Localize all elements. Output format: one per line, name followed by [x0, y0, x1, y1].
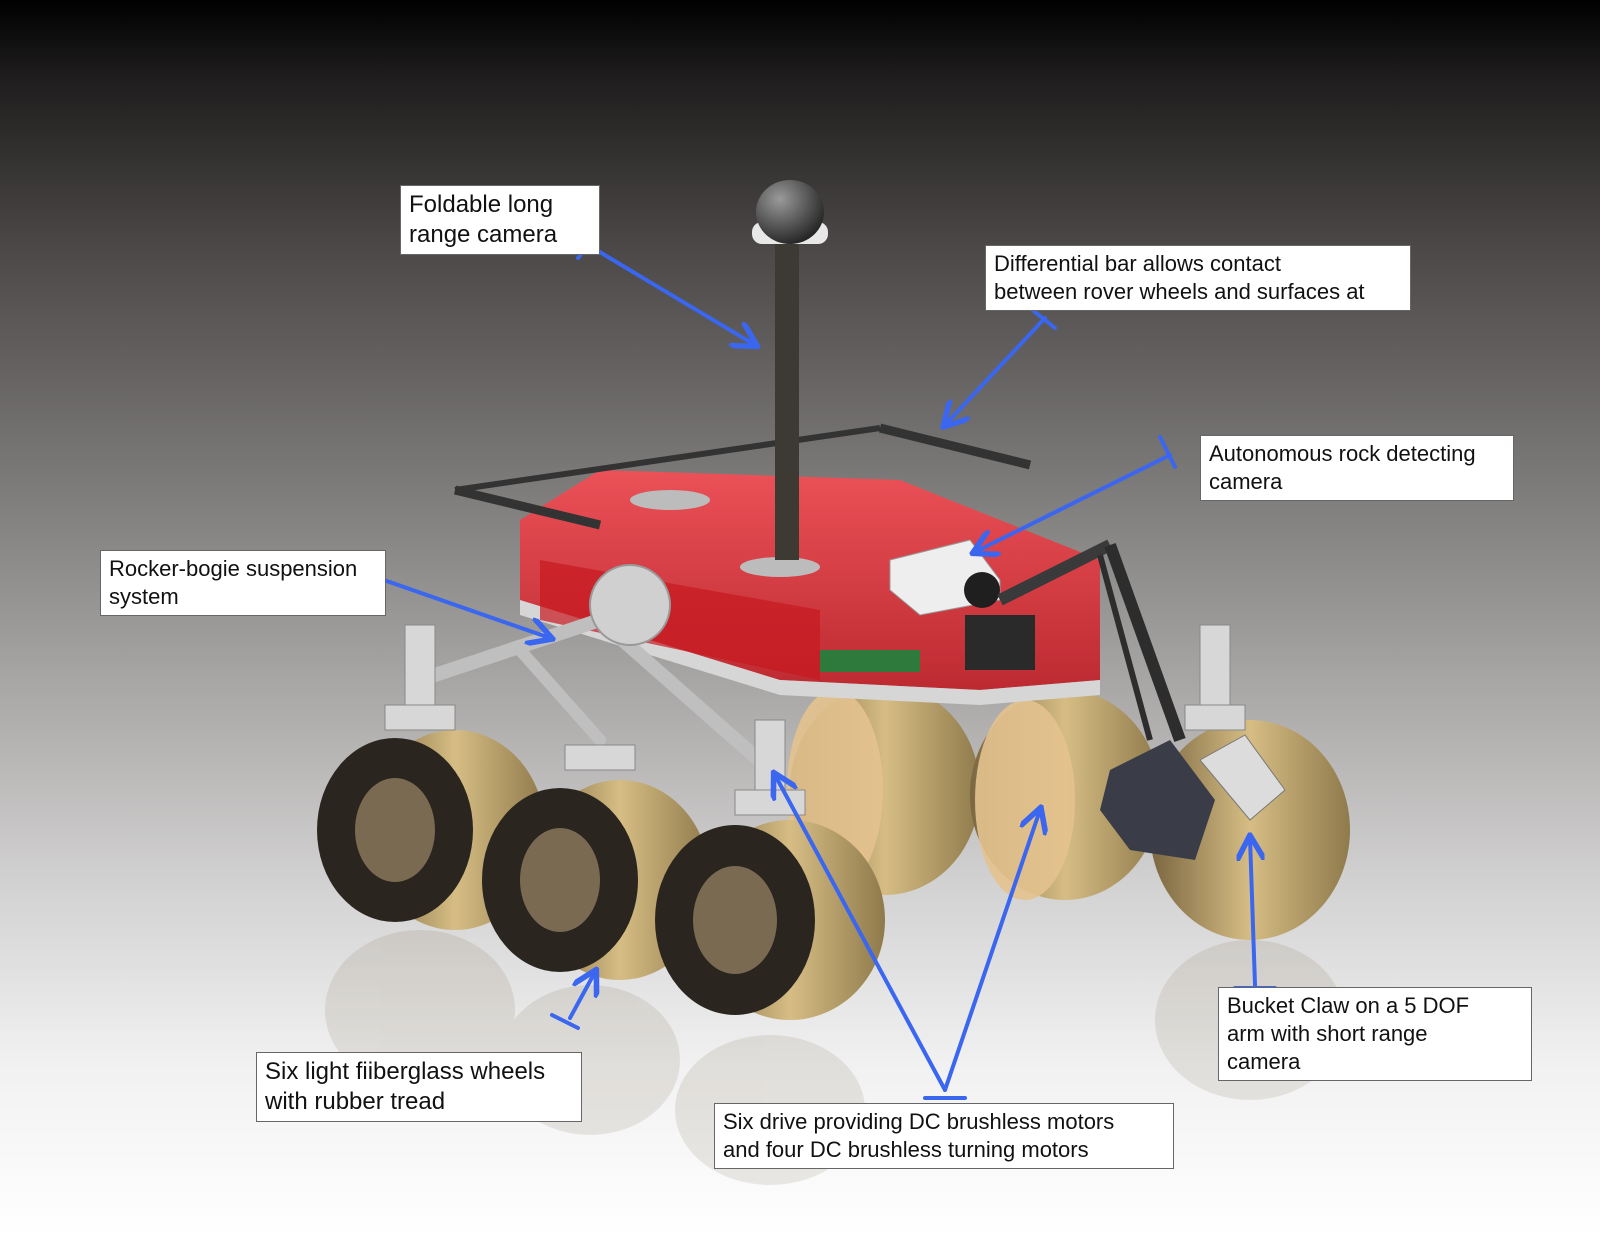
arrow-rock-camera — [975, 453, 1172, 552]
arrow-motors-right — [943, 810, 1040, 1092]
arrow-wheels — [568, 972, 595, 1020]
camera-mast — [752, 180, 828, 560]
arrow-rocker-bogie — [376, 576, 550, 638]
rear-wheels — [787, 685, 1350, 940]
arrow-bucket-claw — [1250, 838, 1255, 987]
callout-wheels: Six light fiiberglass wheels with rubber… — [256, 1052, 582, 1122]
callout-rocker-bogie: Rocker-bogie suspension system — [100, 550, 386, 616]
callout-arrows — [370, 230, 1277, 1100]
chassis — [453, 423, 1100, 705]
arrow-differential-bar — [945, 316, 1047, 425]
arrow-motors-left — [775, 775, 947, 1092]
rocker-bogie — [413, 564, 777, 777]
arm-assembly — [889, 539, 1286, 860]
callout-differential-bar: Differential bar allows contact between … — [985, 245, 1411, 311]
callout-long-range-camera: Foldable long range camera — [400, 185, 600, 255]
front-wheels — [317, 730, 885, 1020]
callout-bucket-claw: Bucket Claw on a 5 DOF arm with short ra… — [1218, 987, 1532, 1081]
callout-motors: Six drive providing DC brushless motors … — [714, 1103, 1174, 1169]
arrow-long-range-camera — [586, 243, 755, 345]
steering-motors — [384, 624, 1246, 816]
callout-rock-camera: Autonomous rock detecting camera — [1200, 435, 1514, 501]
